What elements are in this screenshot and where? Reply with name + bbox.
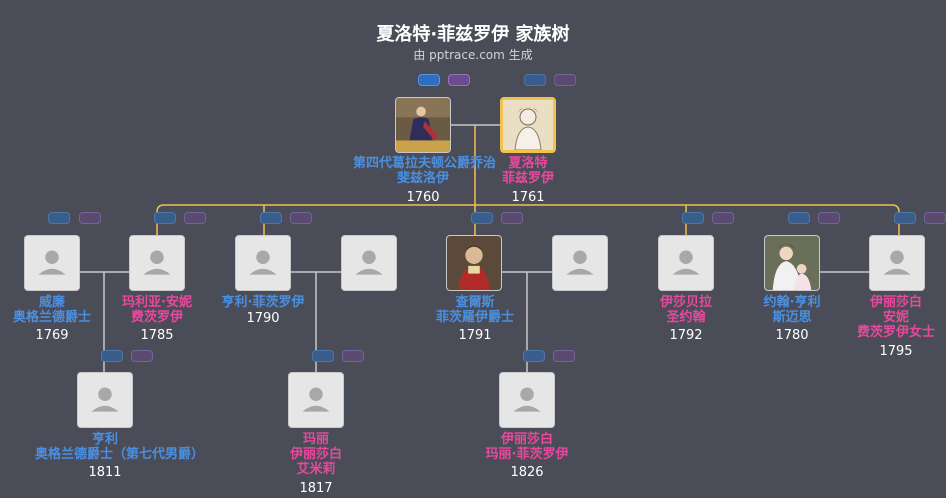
person-card-elizabeth-mary[interactable] bbox=[499, 372, 555, 428]
person-birth-year: 1790 bbox=[246, 311, 280, 326]
person-name: 玛利亚·安妮 费茨罗伊 bbox=[122, 295, 192, 325]
person-birth-year: 1780 bbox=[775, 328, 809, 343]
expand-ancestors-toggle[interactable] bbox=[682, 212, 704, 224]
default-avatar-icon bbox=[513, 387, 541, 412]
person-birth-year: 1811 bbox=[88, 465, 122, 480]
person-name: 查爾斯 菲茨羅伊爵士 bbox=[435, 295, 514, 325]
person-name: 夏洛特 菲兹罗伊 bbox=[501, 156, 554, 186]
person-card-henry-fitzroy[interactable] bbox=[235, 235, 291, 291]
person-birth-year: 1761 bbox=[511, 190, 545, 205]
default-avatar-icon bbox=[883, 250, 911, 275]
person-card-john-henry[interactable] bbox=[764, 235, 820, 291]
person-name: 伊莎贝拉 圣约翰 bbox=[659, 295, 712, 325]
person-card-spouse[interactable] bbox=[552, 235, 608, 291]
person-name: 玛丽 伊丽莎白 艾米莉 bbox=[289, 432, 342, 477]
expand-ancestors-toggle[interactable] bbox=[418, 74, 440, 86]
portrait-photo bbox=[503, 100, 553, 150]
person-name: 威廉 奥格兰德爵士 bbox=[12, 295, 91, 325]
expand-relations-toggle[interactable] bbox=[924, 212, 946, 224]
expand-ancestors-toggle[interactable] bbox=[260, 212, 282, 224]
expand-relations-toggle[interactable] bbox=[553, 350, 575, 362]
person-name: 第四代葛拉夫顿公爵乔治 斐兹洛伊 bbox=[353, 156, 497, 186]
expand-relations-toggle[interactable] bbox=[342, 350, 364, 362]
person-name: 亨利·菲茨罗伊 bbox=[221, 295, 305, 310]
person-card-maria-anne[interactable] bbox=[129, 235, 185, 291]
expand-relations-toggle[interactable] bbox=[448, 74, 470, 86]
person-card-elizabeth-anne[interactable] bbox=[869, 235, 925, 291]
person-name: 亨利 奥格兰德爵士（第七代男爵） bbox=[35, 432, 205, 462]
expand-relations-toggle[interactable] bbox=[501, 212, 523, 224]
person-birth-year: 1817 bbox=[299, 481, 333, 496]
person-card-spouse[interactable] bbox=[341, 235, 397, 291]
person-card-mary-elizabeth[interactable] bbox=[288, 372, 344, 428]
person-card-charlotte[interactable] bbox=[500, 97, 556, 153]
person-birth-year: 1785 bbox=[140, 328, 174, 343]
person-birth-year: 1795 bbox=[879, 344, 913, 359]
expand-relations-toggle[interactable] bbox=[290, 212, 312, 224]
expand-relations-toggle[interactable] bbox=[554, 74, 576, 86]
person-name: 约翰·亨利 斯迈思 bbox=[763, 295, 821, 325]
page-subtitle: 由 pptrace.com 生成 bbox=[413, 48, 533, 62]
default-avatar-icon bbox=[143, 250, 171, 275]
person-card-isabella[interactable] bbox=[658, 235, 714, 291]
page-title: 夏洛特·菲兹罗伊 家族树 bbox=[376, 24, 570, 45]
expand-ancestors-toggle[interactable] bbox=[312, 350, 334, 362]
person-birth-year: 1826 bbox=[510, 465, 544, 480]
expand-ancestors-toggle[interactable] bbox=[101, 350, 123, 362]
expand-ancestors-toggle[interactable] bbox=[154, 212, 176, 224]
expand-relations-toggle[interactable] bbox=[818, 212, 840, 224]
sibling-bar bbox=[156, 204, 900, 235]
expand-ancestors-toggle[interactable] bbox=[471, 212, 493, 224]
expand-relations-toggle[interactable] bbox=[184, 212, 206, 224]
expand-ancestors-toggle[interactable] bbox=[48, 212, 70, 224]
person-name: 伊丽莎白 安妮 费茨罗伊女士 bbox=[856, 295, 935, 340]
person-birth-year: 1792 bbox=[669, 328, 703, 343]
portrait-photo bbox=[396, 98, 450, 152]
person-name: 伊丽莎白 玛丽·菲茨罗伊 bbox=[485, 432, 569, 462]
person-card-charles[interactable] bbox=[446, 235, 502, 291]
person-birth-year: 1769 bbox=[35, 328, 69, 343]
person-birth-year: 1760 bbox=[406, 190, 440, 205]
portrait-photo bbox=[447, 236, 501, 290]
default-avatar-icon bbox=[38, 250, 66, 275]
person-card-henry-osborne[interactable] bbox=[77, 372, 133, 428]
expand-ancestors-toggle[interactable] bbox=[788, 212, 810, 224]
person-card-george[interactable] bbox=[395, 97, 451, 153]
default-avatar-icon bbox=[249, 250, 277, 275]
default-avatar-icon bbox=[566, 250, 594, 275]
default-avatar-icon bbox=[302, 387, 330, 412]
portrait-photo bbox=[765, 236, 819, 290]
default-avatar-icon bbox=[672, 250, 700, 275]
expand-relations-toggle[interactable] bbox=[131, 350, 153, 362]
expand-relations-toggle[interactable] bbox=[79, 212, 101, 224]
default-avatar-icon bbox=[355, 250, 383, 275]
expand-relations-toggle[interactable] bbox=[712, 212, 734, 224]
person-birth-year: 1791 bbox=[458, 328, 492, 343]
default-avatar-icon bbox=[91, 387, 119, 412]
expand-ancestors-toggle[interactable] bbox=[894, 212, 916, 224]
expand-ancestors-toggle[interactable] bbox=[523, 350, 545, 362]
person-card-william[interactable] bbox=[24, 235, 80, 291]
expand-ancestors-toggle[interactable] bbox=[524, 74, 546, 86]
